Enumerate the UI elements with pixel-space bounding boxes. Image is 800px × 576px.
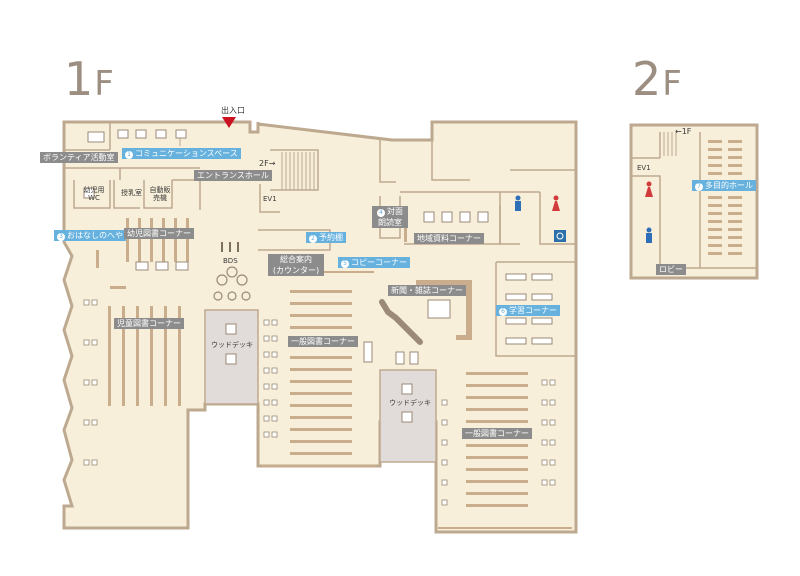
wood-deck-right-label: ウッドデッキ: [389, 399, 431, 407]
children-books-label: 児童図書コーナー: [114, 318, 184, 329]
nursing-room-label: 授乳室: [121, 189, 142, 197]
info-desk-label: 総合案内(カウンター): [268, 254, 324, 276]
entrance-marker: [222, 117, 236, 128]
newspaper-table: [379, 299, 423, 345]
infant-books-label: 幼児図書コーナー: [124, 228, 194, 239]
restroom-male-2f-icon: [646, 227, 652, 243]
stairs-1f: [179, 134, 315, 190]
walls-2f: [631, 132, 757, 269]
lounge-seats: [213, 266, 251, 301]
stairs-to-2f-label: 2F→: [259, 159, 276, 168]
accessible-toilet-icon: [554, 230, 566, 242]
general-books-1-label: 一般図書コーナー: [288, 336, 358, 347]
infant-wc-label: 幼児用WC: [83, 186, 105, 202]
stairs-to-1f-label: ←1F: [675, 127, 692, 136]
volunteer-room-label: ボランティア活動室: [40, 152, 118, 163]
hall-seats-2f: [708, 140, 742, 255]
tables-1f: [83, 129, 553, 423]
restroom-male-icon: [515, 195, 521, 211]
entrance-hall-label: エントランスホール: [194, 170, 272, 181]
local-materials-label: 地域資料コーナー: [414, 233, 484, 244]
ev1-label: EV1: [263, 195, 277, 203]
restroom-female-2f-icon: [645, 181, 653, 197]
bds-label: BDS: [223, 257, 238, 265]
newspaper-magazine-label: 新聞・雑誌コーナー: [388, 285, 466, 296]
bds-gates: [221, 242, 239, 252]
ev1-2f-label: EV1: [637, 164, 651, 172]
stairs-2f: [663, 132, 677, 156]
general-books-2-label: 一般図書コーナー: [462, 428, 532, 439]
floor-title-1f: 1F: [64, 52, 115, 106]
floor-2f-area: [629, 123, 759, 280]
seats-1f: [83, 299, 556, 506]
floor-title-2f: 2F: [632, 52, 683, 106]
vending-machine-label: 自動販売機: [149, 186, 171, 202]
restroom-female-icon: [552, 195, 560, 211]
shelves-1f: [96, 218, 528, 507]
entrance-label: 出入口: [221, 106, 245, 115]
wood-deck-left-label: ウッドデッキ: [211, 341, 253, 349]
lobby-label: ロビー: [656, 264, 686, 275]
